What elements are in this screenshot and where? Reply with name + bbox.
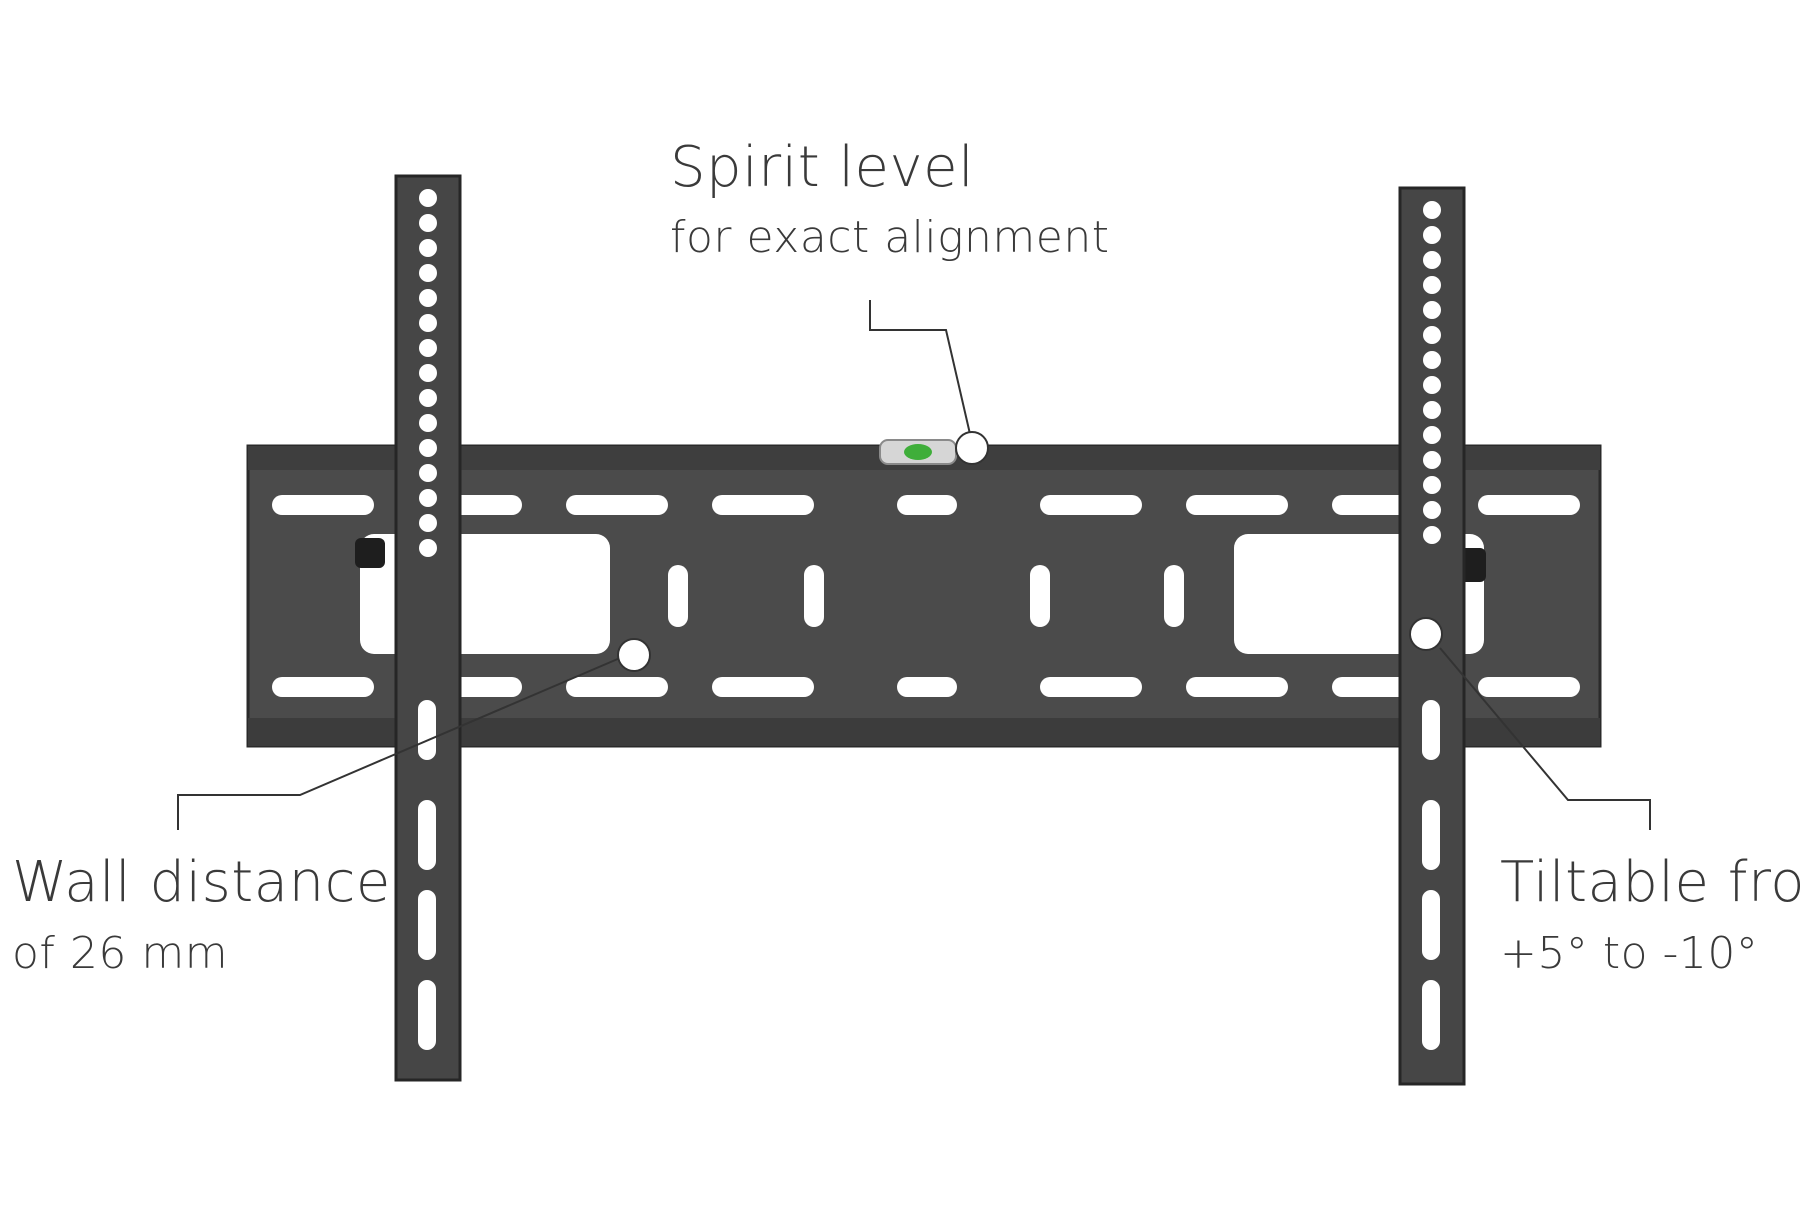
arm-hole [1423,201,1441,219]
wall-distance-subtitle: of 26 mm [12,928,229,979]
arm-hole [419,414,437,432]
arm-hole [419,214,437,232]
arm-hole [419,464,437,482]
arm-hole [1423,251,1441,269]
arm-hole [1423,451,1441,469]
arm-hole [419,289,437,307]
arm-hole [419,239,437,257]
arm-hole [1423,376,1441,394]
arm-hole [419,339,437,357]
spirit-level-subtitle: for exact alignment [670,212,1110,263]
arm-hole [1423,276,1441,294]
spirit-level-title: Spirit level [670,135,975,200]
tiltable-subtitle: +5° to -10° [1500,928,1759,979]
arm-hole [1423,426,1441,444]
spirit-level-icon [879,439,957,465]
wall-distance-title: Wall distance [12,850,391,915]
arm-hole [419,189,437,207]
arm-hole [1423,301,1441,319]
arm-hole [419,389,437,407]
callout-line-tiltable [1439,647,1651,830]
arm-hole [1423,501,1441,519]
callout-line-wall-distance [177,657,621,830]
plate-slots-vertical [668,565,1184,627]
callout-marker-wall-distance [617,638,651,672]
arm-hole [419,314,437,332]
arm-hole [1423,226,1441,244]
arm-hole [419,439,437,457]
tilt-knob-left [355,538,385,568]
tiltable-title: Tiltable from [1500,850,1800,915]
callout-marker-tiltable [1409,617,1443,651]
arm-hole [419,364,437,382]
mounting-arm-left [394,174,462,1082]
arm-hole [1423,351,1441,369]
plate-slots-top [272,495,1580,515]
arm-hole [1423,401,1441,419]
arm-hole [1423,326,1441,344]
plate-slots-bottom [272,677,1580,697]
arm-hole [1423,476,1441,494]
arm-hole [419,264,437,282]
callout-line-spirit-level [869,300,971,435]
arm-hole [419,539,437,557]
callout-marker-spirit-level [955,431,989,465]
arm-hole [1423,526,1441,544]
arm-hole [419,489,437,507]
arm-hole [419,514,437,532]
